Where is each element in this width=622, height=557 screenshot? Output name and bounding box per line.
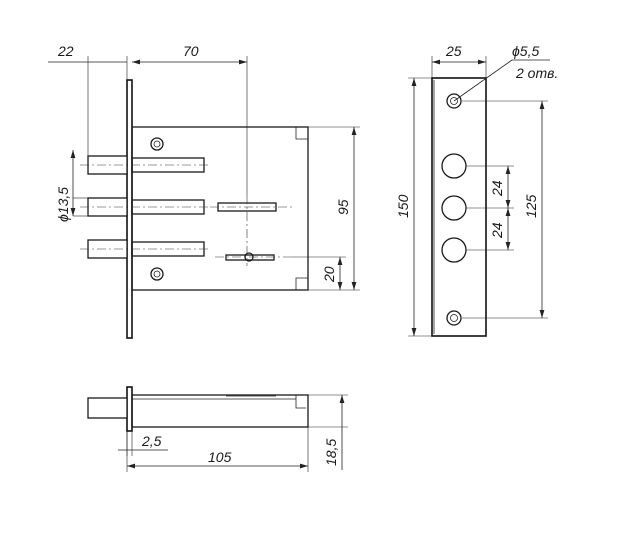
bolt-3 [80, 239, 210, 259]
dim-hole-count-label: 2 отв. [515, 65, 558, 81]
top-view: 2,5 105 18,5 [87, 386, 348, 472]
screw-hole-bottom [150, 267, 164, 281]
dim-2-5: 2,5 [118, 431, 168, 456]
dim-70: 70 [132, 43, 248, 195]
dim-25: 25 [431, 43, 487, 78]
screw-hole-top [150, 137, 164, 151]
lock-body [131, 126, 309, 291]
dim-bolt-diameter: ϕ13,5 [55, 150, 88, 222]
bolt-opening-1 [441, 153, 467, 179]
dim-2-5-label: 2,5 [141, 433, 162, 449]
face-plate-view: 25 ϕ5,5 2 отв. 150 125 [395, 43, 558, 337]
dim-24: 24 24 [466, 165, 514, 251]
dim-hole-leader: ϕ5,5 2 отв. [453, 43, 558, 102]
bolt-opening-3 [441, 237, 467, 263]
strip-hole-top [446, 93, 462, 109]
dim-125-label: 125 [523, 194, 539, 218]
dim-25-label: 25 [445, 43, 462, 59]
dim-24-lower-label: 24 [489, 222, 505, 239]
dim-hole-diameter-label: ϕ5,5 [512, 43, 539, 59]
dim-95: 95 [308, 126, 360, 291]
strip-hole-bottom [446, 310, 462, 326]
dim-bolt-diameter-label: ϕ13,5 [55, 187, 71, 222]
dim-18-5-label: 18,5 [323, 439, 339, 466]
dim-20-label: 20 [321, 266, 337, 283]
dim-18-5: 18,5 [308, 394, 348, 470]
bolt-1 [80, 155, 210, 175]
dim-22-label: 22 [57, 43, 74, 59]
dim-125: 125 [462, 100, 548, 319]
top-face-plate [126, 386, 133, 432]
key-hole [215, 252, 292, 262]
front-view: 22 70 ϕ13,5 95 20 [48, 43, 360, 339]
dim-150: 150 [395, 77, 432, 337]
strip [431, 77, 487, 337]
top-body [131, 394, 309, 428]
body-notch-bottom [295, 277, 308, 290]
top-bolt [87, 397, 128, 419]
dim-105-label: 105 [208, 449, 232, 465]
dim-24-upper-label: 24 [489, 180, 505, 197]
dim-105: 105 [126, 427, 309, 472]
bolt-2 [80, 197, 210, 217]
dim-70-label: 70 [183, 43, 199, 59]
dim-150-label: 150 [395, 194, 411, 218]
dim-95-label: 95 [335, 199, 351, 215]
dim-22: 22 [48, 43, 128, 156]
dim-20: 20 [292, 256, 346, 290]
bolt-opening-2 [441, 195, 467, 221]
face-plate [126, 79, 133, 339]
body-notch-top [295, 127, 308, 140]
